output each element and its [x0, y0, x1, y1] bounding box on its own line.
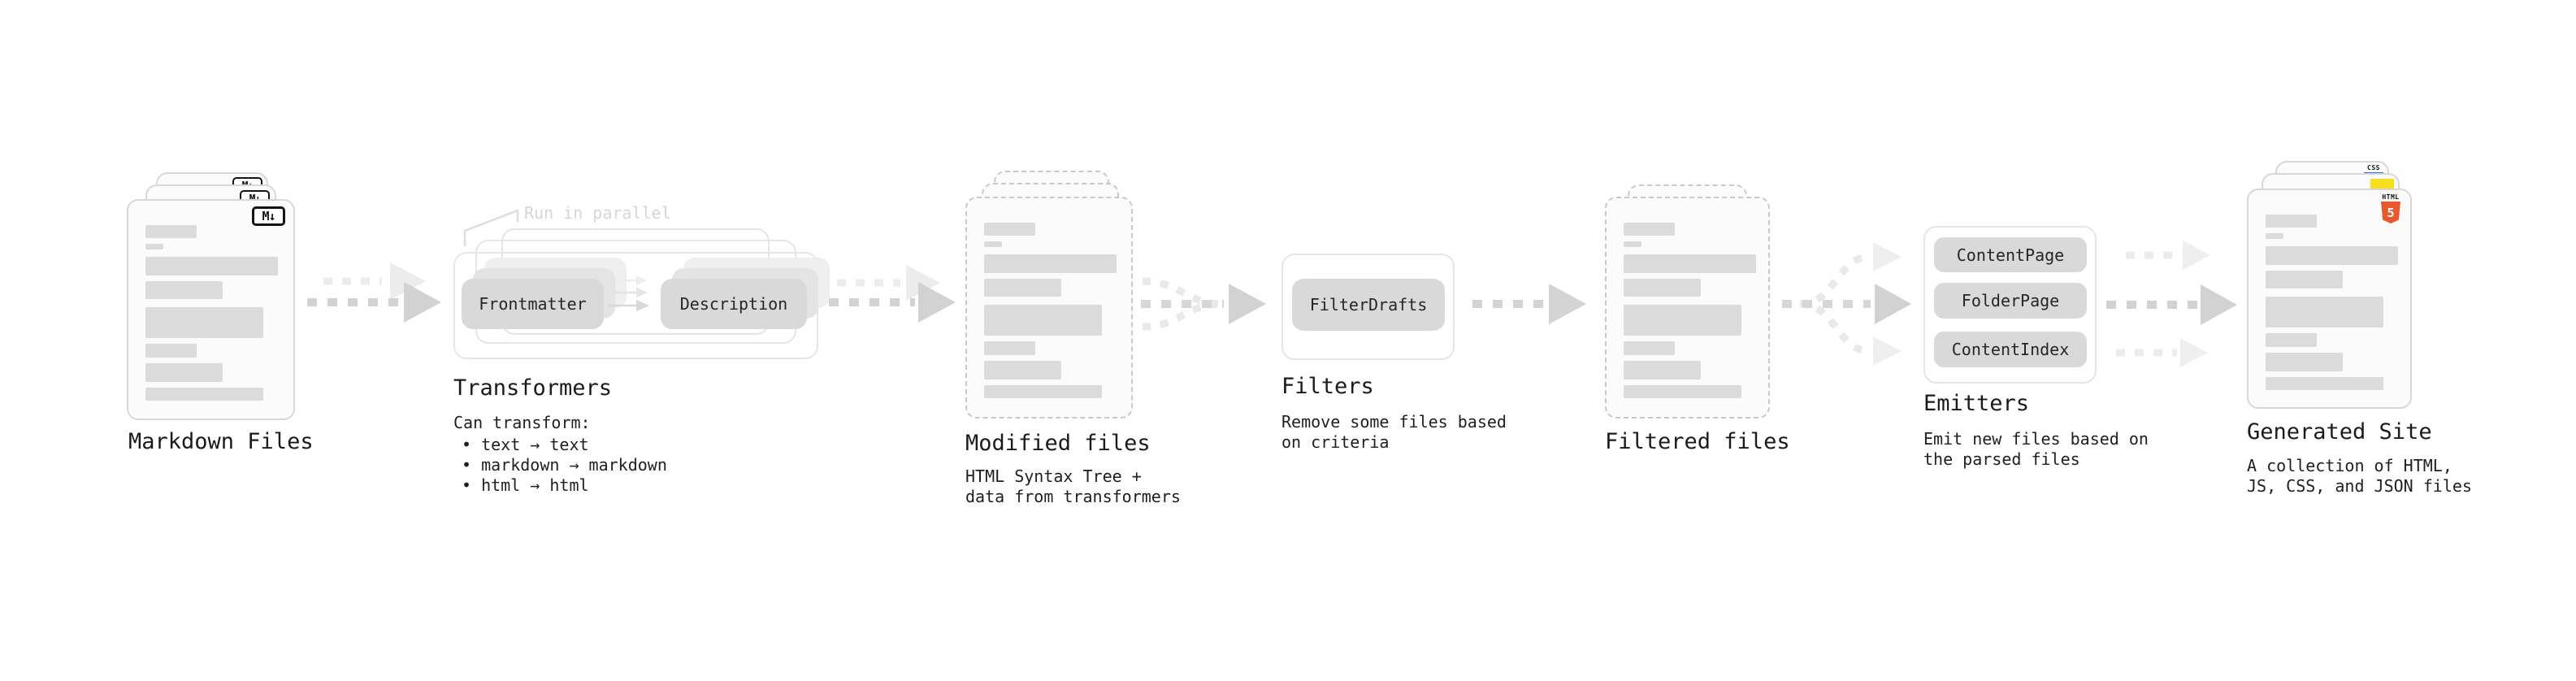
arrow-frontmatter-to-description — [609, 275, 649, 311]
document-content-placeholder-bar — [984, 241, 1002, 247]
annotation-leader-line — [463, 209, 519, 246]
document-content-placeholder-bar — [984, 254, 1117, 273]
document-content-placeholder-bar — [984, 279, 1061, 297]
stage-label-markdown-files: Markdown Files — [128, 429, 314, 454]
document-content-placeholder-bar — [2266, 246, 2398, 265]
document-content-placeholder-bar — [145, 307, 263, 338]
arrow-markdown-to-transformers — [307, 262, 441, 323]
document-content-placeholder-bar — [2266, 353, 2343, 371]
emitters-desc-line-2: the parsed files — [1923, 449, 2080, 469]
markdown-file-front: M↓ — [127, 199, 295, 420]
markdown-icon: M↓ — [252, 206, 285, 226]
stage-label-transformers: Transformers — [453, 375, 613, 401]
filters-desc-line-1: Remove some files based — [1281, 412, 1507, 432]
emitters-desc-line-1: Emit new files based on — [1923, 429, 2149, 449]
css-icon-word: CSS — [2367, 164, 2380, 171]
transformer-description: Description — [661, 279, 807, 329]
document-content-placeholder-bar — [2266, 333, 2317, 347]
document-content-placeholder-bar — [2266, 271, 2343, 288]
document-content-placeholder-bar — [984, 385, 1102, 398]
document-content-placeholder-bar — [1624, 279, 1701, 297]
transformers-bullet-1: • text → text — [462, 435, 589, 454]
javascript-icon — [2370, 179, 2394, 189]
emitters-panel — [1923, 226, 2097, 384]
transformers-bullet-2: • markdown → markdown — [462, 455, 667, 475]
document-content-placeholder-bar — [1624, 254, 1756, 273]
document-content-placeholder-bar — [1624, 241, 1641, 247]
document-content-placeholder-bar — [1624, 305, 1741, 336]
modified-desc-line-2: data from transformers — [965, 487, 1181, 506]
generated-desc-line-2: JS, CSS, and JSON files — [2247, 476, 2472, 496]
document-content-placeholder-bar — [145, 344, 197, 358]
emitter-folderpage: FolderPage — [1934, 283, 2087, 319]
html5-icon: HTML 5 — [2381, 193, 2400, 223]
filtered-file-front — [1605, 197, 1770, 419]
run-in-parallel-annotation: Run in parallel — [524, 203, 671, 223]
html5-icon-word: HTML — [2382, 193, 2400, 201]
html5-icon-shield: 5 — [2381, 202, 2400, 223]
document-content-placeholder-bar — [1624, 385, 1741, 398]
document-content-placeholder-bar — [1624, 361, 1701, 380]
generated-file-front: HTML 5 — [2247, 189, 2412, 409]
document-content-placeholder-bar — [145, 363, 223, 382]
document-content-placeholder-bar — [984, 223, 1035, 236]
modified-file-front — [965, 197, 1133, 419]
transformers-desc-title: Can transform: — [453, 413, 591, 432]
stage-label-filtered-files: Filtered files — [1605, 429, 1790, 454]
document-content-placeholder-bar — [145, 388, 263, 401]
transformer-frontmatter: Frontmatter — [462, 279, 604, 329]
document-content-placeholder-bar — [2266, 377, 2383, 390]
emitter-contentpage: ContentPage — [1934, 237, 2087, 272]
filters-panel — [1281, 254, 1455, 360]
stage-label-generated-site: Generated Site — [2247, 419, 2432, 445]
arrow-filters-to-filtered — [1472, 284, 1586, 324]
document-content-placeholder-bar — [145, 244, 163, 249]
arrow-filtered-to-emitters-diverge — [1782, 242, 1911, 366]
emitter-contentindex: ContentIndex — [1934, 332, 2087, 367]
stage-label-modified-files: Modified files — [965, 431, 1151, 456]
document-content-placeholder-bar — [145, 281, 223, 299]
document-content-placeholder-bar — [984, 361, 1061, 380]
document-content-placeholder-bar — [145, 257, 278, 275]
html5-icon-number: 5 — [2387, 205, 2395, 220]
document-content-placeholder-bar — [2266, 215, 2317, 228]
document-content-placeholder-bar — [2266, 233, 2283, 239]
document-content-placeholder-bar — [984, 341, 1035, 355]
filter-filterdrafts: FilterDrafts — [1292, 279, 1445, 331]
arrow-modified-to-filters-merge — [1141, 277, 1266, 331]
document-content-placeholder-bar — [1624, 223, 1675, 236]
modified-desc-line-1: HTML Syntax Tree + — [965, 466, 1142, 486]
stage-label-emitters: Emitters — [1923, 391, 2030, 416]
document-content-placeholder-bar — [984, 305, 1102, 336]
arrow-transformers-to-modified — [829, 265, 956, 323]
document-content-placeholder-bar — [1624, 341, 1675, 355]
document-content-placeholder-bar — [2266, 297, 2383, 327]
filters-desc-line-2: on criteria — [1281, 432, 1390, 452]
transformers-bullet-3: • html → html — [462, 475, 589, 495]
arrow-emitters-to-generated — [2106, 241, 2237, 367]
stage-label-filters: Filters — [1281, 374, 1374, 399]
document-content-placeholder-bar — [145, 225, 197, 238]
generated-desc-line-1: A collection of HTML, — [2247, 456, 2452, 475]
